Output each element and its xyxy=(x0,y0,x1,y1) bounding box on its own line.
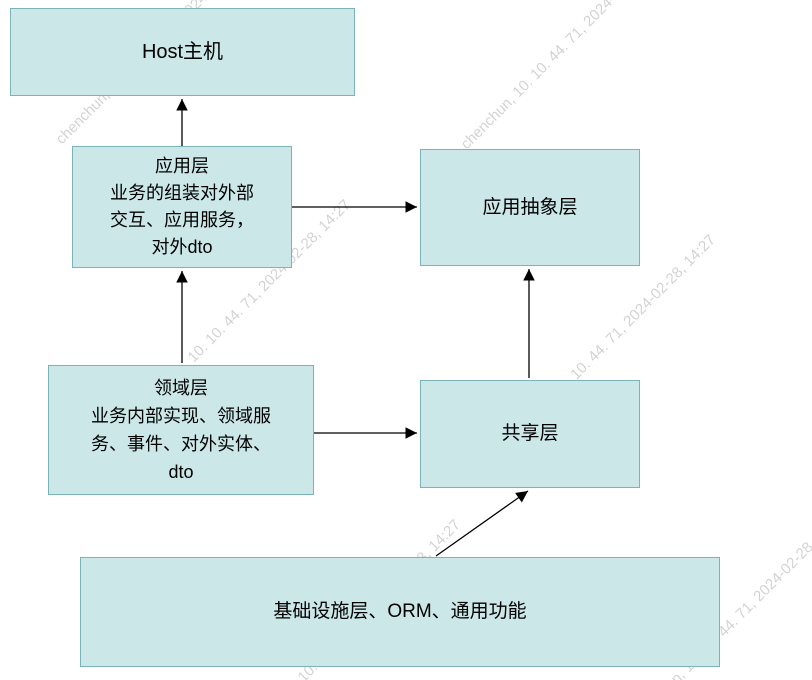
arrow-infrastructure-to-shared xyxy=(435,490,529,557)
node-application-layer: 应用层 业务的组装对外部 交互、应用服务， 对外dto xyxy=(72,146,292,268)
node-host: Host主机 xyxy=(10,8,355,96)
node-infrastructure-layer: 基础设施层、ORM、通用功能 xyxy=(80,557,720,667)
node-shared-layer: 共享层 xyxy=(420,380,640,488)
node-infrastructure-layer-label: 基础设施层、ORM、通用功能 xyxy=(273,601,527,622)
watermark: chenchun, 10. 10. 44. 71, 2024-02-28, 14… xyxy=(457,0,679,153)
node-application-abstraction-layer-label: 应用抽象层 xyxy=(482,196,578,218)
node-domain-layer: 领域层 业务内部实现、领域服 务、事件、对外实体、 dto xyxy=(48,365,314,495)
node-domain-layer-label: 领域层 业务内部实现、领域服 务、事件、对外实体、 dto xyxy=(91,378,271,482)
node-application-layer-label: 应用层 业务的组装对外部 交互、应用服务， 对外dto xyxy=(110,156,254,257)
node-application-abstraction-layer: 应用抽象层 xyxy=(420,149,640,266)
node-host-label: Host主机 xyxy=(141,41,224,63)
node-shared-layer-label: 共享层 xyxy=(501,423,559,444)
